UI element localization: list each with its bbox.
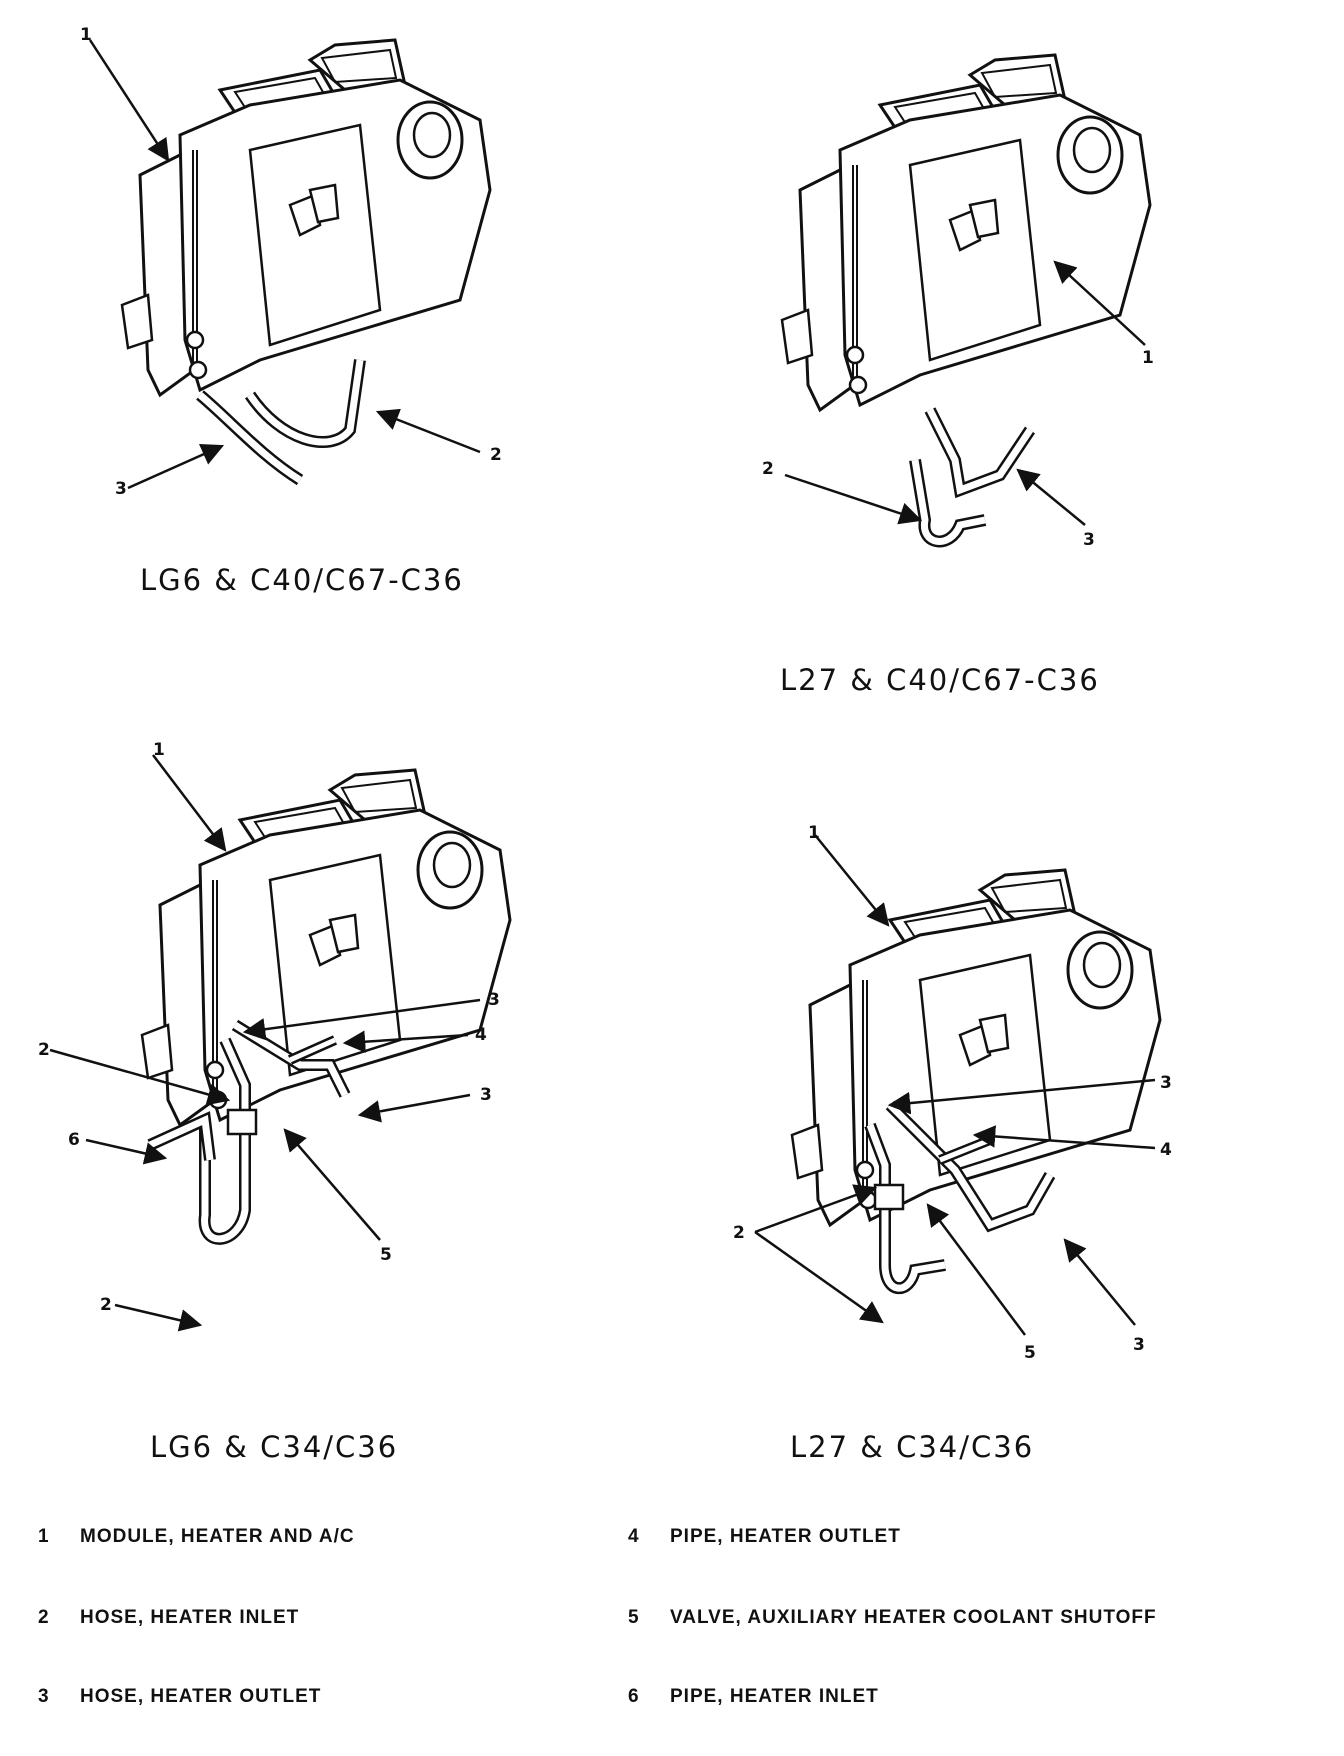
callout-2: 2 — [38, 1040, 50, 1060]
heater-ac-module-drawing — [142, 770, 510, 1125]
callout-3: 3 — [115, 479, 127, 499]
callout-1: 1 — [153, 740, 165, 760]
callout-4: 4 — [475, 1025, 487, 1045]
legend-number: 2 — [38, 1607, 50, 1628]
legend-text: PIPE, HEATER INLET — [670, 1686, 879, 1707]
callout-1: 1 — [1142, 348, 1154, 368]
panel-lg6-c34-c36: 1 2 3 3 4 5 6 2 LG6 & C34/C36 — [38, 740, 510, 1464]
legend-number: 4 — [628, 1526, 640, 1547]
legend-number: 5 — [628, 1607, 640, 1628]
callout-6: 6 — [68, 1130, 80, 1150]
callout-1: 1 — [808, 823, 820, 843]
callout-4: 4 — [1160, 1140, 1172, 1160]
panel-caption: L27 & C40/C67-C36 — [780, 663, 1100, 697]
legend-text: HOSE, HEATER INLET — [80, 1607, 300, 1628]
callout-2: 2 — [762, 459, 774, 479]
callout-2: 2 — [733, 1223, 745, 1243]
legend-number: 6 — [628, 1686, 640, 1707]
callout-5: 5 — [380, 1245, 392, 1265]
heater-ac-module-drawing — [782, 55, 1150, 410]
callout-2: 2 — [490, 445, 502, 465]
callout-3: 3 — [488, 990, 500, 1010]
heater-inlet-hose-drawing — [245, 359, 366, 449]
legend-text: VALVE, AUXILIARY HEATER COOLANT SHUTOFF — [670, 1607, 1157, 1628]
legend-item: 6 PIPE, HEATER INLET — [628, 1686, 879, 1708]
panel-caption: L27 & C34/C36 — [790, 1430, 1034, 1464]
callout-3: 3 — [1133, 1335, 1145, 1355]
legend-text: MODULE, HEATER AND A/C — [80, 1526, 355, 1547]
panel-l27-c40-c67-c36: 1 2 3 L27 & C40/C67-C36 — [762, 55, 1154, 697]
legend-text: PIPE, HEATER OUTLET — [670, 1526, 901, 1547]
legend-item: 2 HOSE, HEATER INLET — [38, 1607, 299, 1629]
heater-ac-module-drawing — [122, 40, 490, 395]
legend-text: HOSE, HEATER OUTLET — [80, 1686, 322, 1707]
legend-item: 1 MODULE, HEATER AND A/C — [38, 1526, 355, 1548]
legend-number: 1 — [38, 1526, 50, 1547]
coolant-shutoff-valve-drawing — [226, 1108, 258, 1136]
panel-lg6-c40-c67-c36: 1 2 3 LG6 & C40/C67-C36 — [80, 25, 502, 597]
legend-item: 5 VALVE, AUXILIARY HEATER COOLANT SHUTOFF — [628, 1607, 1157, 1629]
callout-1: 1 — [80, 25, 92, 45]
heater-ac-module-drawing — [792, 870, 1160, 1225]
legend-number: 3 — [38, 1686, 50, 1707]
legend-item: 4 PIPE, HEATER OUTLET — [628, 1526, 901, 1548]
coolant-shutoff-valve-drawing — [873, 1183, 905, 1211]
panel-l27-c34-c36: 1 3 4 2 5 3 L27 & C34/C36 — [733, 823, 1172, 1464]
panel-caption: LG6 & C40/C67-C36 — [140, 563, 464, 597]
callout-2: 2 — [100, 1295, 112, 1315]
callout-5: 5 — [1024, 1343, 1036, 1363]
panel-caption: LG6 & C34/C36 — [150, 1430, 398, 1464]
legend-item: 3 HOSE, HEATER OUTLET — [38, 1686, 321, 1708]
callout-3: 3 — [1083, 530, 1095, 550]
callout-3: 3 — [1160, 1073, 1172, 1093]
callout-3: 3 — [480, 1085, 492, 1105]
